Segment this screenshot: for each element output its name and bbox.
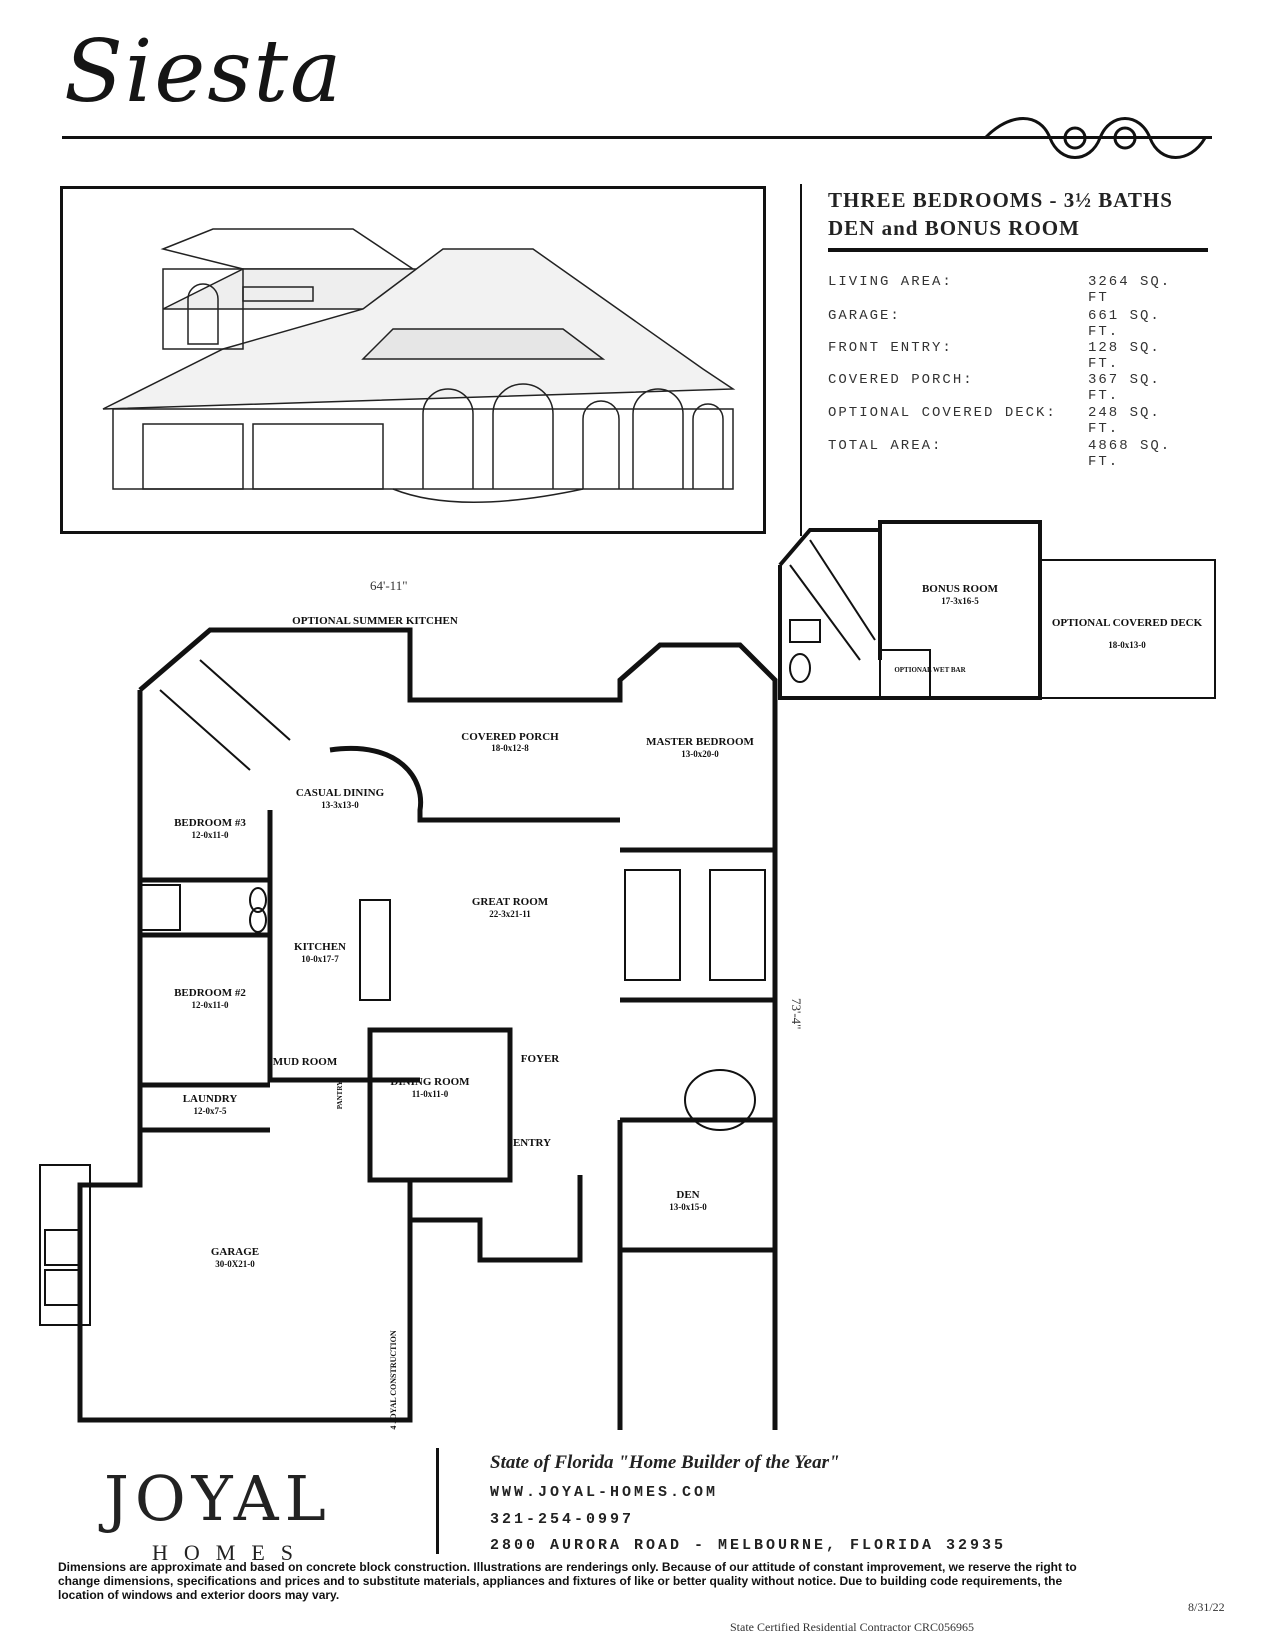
spec-value: 128 SQ. FT. [1088,340,1161,372]
laundry-label: LAUNDRY [183,1093,238,1105]
dining-room-size: 11-0x11-0 [412,1089,449,1099]
spec-label: LIVING AREA: [828,274,953,290]
garage-size: 30-0X21-0 [215,1259,255,1269]
casual-dining-size: 13-3x13-0 [321,800,359,810]
master-bedroom-size: 13-0x20-0 [681,749,719,759]
license-text: State Certified Residential Contractor C… [730,1620,974,1634]
footer-divider [436,1448,439,1554]
revision-date: 8/31/22 [1188,1600,1225,1614]
optional-deck-size: 18-0x13-0 [1108,640,1146,650]
spec-front-entry: FRONT ENTRY: 128 SQ. FT. [828,340,1188,372]
spec-value: 661 SQ. FT. [1088,308,1161,340]
summer-kitchen-label: OPTIONAL SUMMER KITCHEN [292,615,458,627]
spec-value: 3264 SQ. FT [1088,274,1172,306]
spec-covered-porch: COVERED PORCH: 367 SQ. FT. [828,372,1188,404]
bedroom-3-label: BEDROOM #3 [174,817,246,829]
bonus-room-label: BONUS ROOM [922,583,999,595]
spec-optional-deck: OPTIONAL COVERED DECK: 248 SQ. FT. [828,405,1188,437]
bedroom-3-size: 12-0x11-0 [192,830,229,840]
spec-total-area: TOTAL AREA: 4868 SQ. FT. [828,438,1188,470]
title-rule [62,136,1212,139]
casual-dining-label: CASUAL DINING [296,787,385,799]
den-label: DEN [676,1189,699,1201]
great-room-size: 22-3x21-11 [489,909,531,919]
den-size: 13-0x15-0 [669,1202,707,1212]
joyal-logo-sub: HOMES [152,1540,310,1565]
foyer-label: FOYER [521,1053,561,1065]
headline-line-1: THREE BEDROOMS - 3½ BATHS [828,188,1173,212]
address-text: 2800 AURORA ROAD - MELBOURNE, FLORIDA 32… [490,1537,1007,1554]
covered-porch-size: 18-0x12-8 [491,743,529,753]
front-elevation-frame [60,186,766,534]
entry-label: ENTRY [513,1137,551,1149]
front-elevation-drawing [102,228,736,503]
award-text: State of Florida "Home Builder of the Ye… [490,1452,840,1473]
spec-label: COVERED PORCH: [828,372,974,388]
optional-deck-label: OPTIONAL COVERED DECK [1052,617,1203,629]
garage-label: GARAGE [211,1246,259,1258]
kitchen-label: KITCHEN [294,941,346,953]
wet-bar-label: OPTIONAL WET BAR [894,666,966,674]
dining-room-label: DINING ROOM [390,1076,470,1088]
kitchen-size: 10-0x17-7 [301,954,339,964]
spec-divider [800,184,802,536]
great-room-label: GREAT ROOM [472,896,549,908]
phone-number: 321-254-0997 [490,1511,635,1528]
spec-value: 248 SQ. FT. [1088,405,1161,437]
headline-rule [828,248,1208,252]
flourish-ornament [983,117,1207,159]
disclaimer-text: Dimensions are approximate and based on … [58,1560,1077,1602]
bonus-room-size: 17-3x16-5 [941,596,979,606]
covered-porch-label: COVERED PORCH [461,731,559,743]
master-bedroom-label: MASTER BEDROOM [646,736,754,748]
plan-title: Siesta [64,22,344,122]
bedroom-2-label: BEDROOM #2 [174,987,246,999]
joyal-logo: JOYAL [104,1462,332,1535]
spec-label: TOTAL AREA: [828,438,943,454]
plan-headline: THREE BEDROOMS - 3½ BATHS DEN and BONUS … [828,186,1173,242]
spec-value: 4868 SQ. FT. [1088,438,1172,470]
pantry-label: PANTRY [336,1081,344,1109]
headline-line-2: DEN and BONUS ROOM [828,216,1080,240]
second-floor-plan: BONUS ROOM 17-3x16-5 OPTIONAL WET BAR OP… [778,520,1216,700]
spec-value: 367 SQ. FT. [1088,372,1161,404]
spec-garage: GARAGE: 661 SQ. FT. [828,308,1188,340]
spec-label: FRONT ENTRY: [828,340,953,356]
spec-living-area: LIVING AREA: 3264 SQ. FT [828,274,1188,306]
first-floor-plan: OPTIONAL SUMMER KITCHEN COVERED PORCH 18… [39,615,778,1430]
laundry-size: 12-0x7-5 [194,1106,227,1116]
bedroom-2-size: 12-0x11-0 [192,1000,229,1010]
copyright-text: © 2014 JOYAL CONSTRUCTION [389,1330,398,1430]
spec-label: GARAGE: [828,308,901,324]
website-link[interactable]: WWW.JOYAL-HOMES.COM [490,1484,719,1501]
mud-room-label: MUD ROOM [273,1056,338,1068]
depth-dimension: 73'-4" [789,998,804,1030]
spec-label: OPTIONAL COVERED DECK: [828,405,1057,421]
width-dimension: 64'-11" [370,578,408,593]
